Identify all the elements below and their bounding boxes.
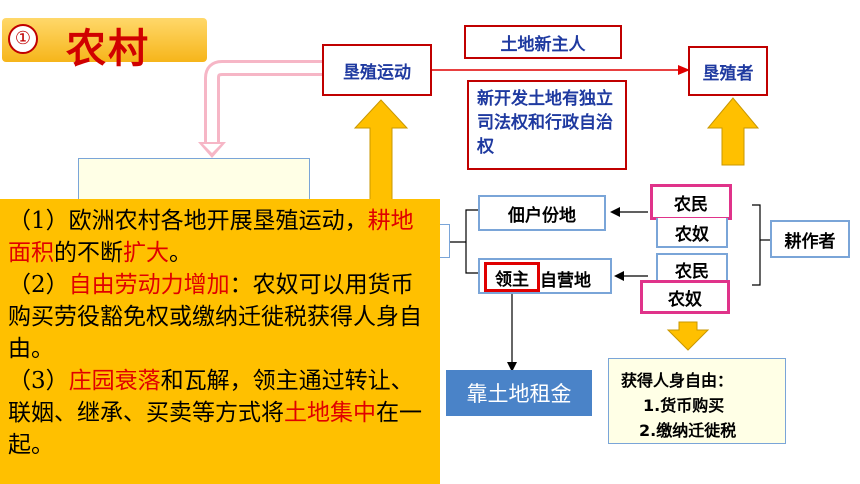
freedom-box: 获得人身自由： 1.货币购买 2.缴纳迁徙税 xyxy=(608,358,786,444)
section-title: 农村 xyxy=(66,26,150,72)
hidden-box-right-edge xyxy=(438,224,450,258)
peasant-box-2: 农民 xyxy=(656,253,728,283)
serf-box-1: 农奴 xyxy=(656,218,728,248)
section-title-chip: ① 农村 xyxy=(2,18,207,72)
land-rent-box: 靠土地租金 xyxy=(446,370,592,416)
left-bracket xyxy=(465,209,478,274)
lord-land-box: 领主 自营地 xyxy=(478,258,612,294)
freedom-item-2: 2.缴纳迁徙税 xyxy=(639,421,737,440)
cultivators-box: 耕作者 xyxy=(770,220,850,258)
reclaim-to-reclaimer-arrowhead xyxy=(678,65,690,75)
lord-land-label: 自营地 xyxy=(540,271,591,291)
peasant-box-1: 农民 xyxy=(650,184,732,220)
note-3: （3）庄园衰落和瓦解，领主通过转让、联姻、继承、买卖等方式将土地集中在一起。 xyxy=(8,368,422,458)
serf-box-2: 农奴 xyxy=(640,280,730,314)
lord-label: 领主 xyxy=(484,262,540,292)
freedom-item-1: 1.货币购买 xyxy=(643,396,725,415)
bent-arrow xyxy=(204,60,323,145)
new-land-rights-box: 新开发土地有独立司法权和行政自治权 xyxy=(467,80,627,170)
down-arrow xyxy=(666,321,710,351)
left-blank-box xyxy=(78,158,310,206)
freedom-title: 获得人身自由： xyxy=(621,371,734,390)
reclaimer-box: 垦殖者 xyxy=(688,46,768,96)
section-number: ① xyxy=(8,24,38,54)
tenant-land-box: 佃户份地 xyxy=(478,195,606,231)
note-1: （1）欧洲农村各地开展垦殖运动，耕地面积的不断扩大。 xyxy=(8,208,414,266)
up-arrow-right xyxy=(706,97,760,166)
reclamation-movement-box: 垦殖运动 xyxy=(322,44,432,96)
explanation-panel: （1）欧洲农村各地开展垦殖运动，耕地面积的不断扩大。 （2）自由劳动力增加：农奴… xyxy=(0,199,440,484)
new-landowner-box: 土地新主人 xyxy=(464,25,622,59)
up-arrow-left xyxy=(353,99,409,206)
note-2: （2）自由劳动力增加：农奴可以用货币购买劳役豁免权或缴纳迁徙税获得人身自由。 xyxy=(8,272,422,362)
